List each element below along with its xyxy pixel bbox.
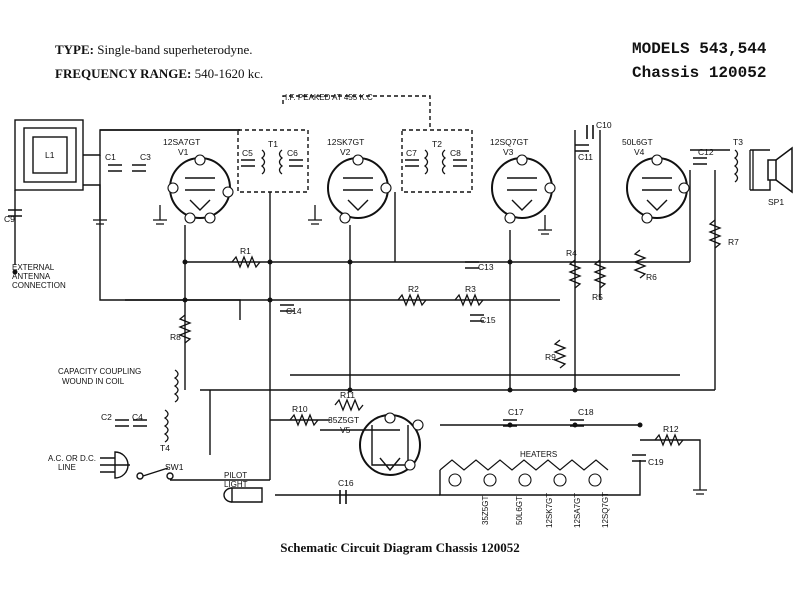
label-c14: C14 [286, 306, 302, 316]
component-labels: L1 T1 T2 T3 T4 SW1 SP1 C1 C2 C3 C4 C5 C6… [4, 120, 784, 488]
if-peaked-note: I.F. PEAKED AT 455 K.C [285, 93, 373, 102]
ext-antenna-line-3: CONNECTION [12, 281, 66, 290]
label-c10: C10 [596, 120, 612, 130]
label-c9: C9 [4, 214, 15, 224]
pilot-light-icon [223, 487, 263, 503]
label-r8: R8 [170, 332, 181, 342]
type-label: TYPE: [55, 42, 94, 57]
ext-antenna-line-2: ANTENNA [12, 272, 51, 281]
label-r11: R11 [340, 390, 355, 400]
line-note-2: LINE [58, 463, 76, 472]
heater-35z5gt: 35Z5GT [481, 496, 490, 525]
label-r10: R10 [292, 404, 308, 414]
label-c19: C19 [648, 457, 664, 467]
label-c17: C17 [508, 407, 524, 417]
heater-12sk7gt: 12SK7GT [545, 493, 554, 528]
tube-pins [167, 154, 690, 487]
v4-ref: V4 [634, 147, 645, 157]
frequency-value: 540-1620 kc. [194, 66, 264, 81]
label-c5: C5 [242, 148, 253, 158]
v2-type: 12SK7GT [327, 137, 364, 147]
tube-labels: 12SA7GT V1 12SK7GT V2 12SQ7GT V3 50L6GT … [163, 137, 653, 435]
label-c12: C12 [698, 147, 714, 157]
v1-type: 12SA7GT [163, 137, 200, 147]
label-t3: T3 [733, 137, 743, 147]
label-c16: C16 [338, 478, 354, 488]
tube-v1 [169, 157, 231, 219]
label-c15: C15 [480, 315, 496, 325]
capacity-coupling-line-2: WOUND IN COIL [62, 377, 125, 386]
junction-dots [12, 259, 643, 428]
label-r4: R4 [566, 248, 577, 258]
label-r6: R6 [646, 272, 657, 282]
models-title: MODELS 543,544 [632, 40, 767, 58]
label-r1: R1 [240, 246, 251, 256]
resistors [178, 219, 722, 447]
label-sw1: SW1 [165, 462, 184, 472]
label-c4: C4 [132, 412, 143, 422]
tube-v2 [327, 157, 389, 219]
type-value: Single-band superheterodyne. [97, 42, 253, 57]
heater-50l6gt: 50L6GT [515, 496, 524, 525]
v3-type: 12SQ7GT [490, 137, 528, 147]
label-c1: C1 [105, 152, 116, 162]
heaters-note: HEATERS [520, 450, 557, 459]
ext-antenna-line-1: EXTERNAL [12, 263, 55, 272]
label-t2: T2 [432, 139, 442, 149]
label-r9: R9 [545, 352, 556, 362]
label-t1: T1 [268, 139, 278, 149]
v1-ref: V1 [178, 147, 189, 157]
tube-v3 [491, 157, 553, 219]
frequency-label: FREQUENCY RANGE: [55, 66, 192, 81]
label-sp1: SP1 [768, 197, 784, 207]
frequency-line: FREQUENCY RANGE: 540-1620 kc. [55, 66, 263, 82]
tubes [169, 157, 688, 476]
heater-string [439, 459, 609, 471]
pilot-light-note-2: LIGHT [224, 480, 248, 489]
label-t4: T4 [160, 443, 170, 453]
capacity-coupling-line-1: CAPACITY COUPLING [58, 367, 141, 376]
label-r2: R2 [408, 284, 419, 294]
label-r5: R5 [592, 292, 603, 302]
label-c18: C18 [578, 407, 594, 417]
line-plug-icon [100, 451, 129, 479]
ground-symbols [93, 205, 707, 495]
label-l1: L1 [45, 150, 55, 160]
label-c11: C11 [578, 152, 593, 162]
notes: I.F. PEAKED AT 455 K.C EXTERNAL ANTENNA … [12, 93, 557, 489]
label-c2: C2 [101, 412, 112, 422]
v5-ref: V5 [340, 425, 351, 435]
label-c8: C8 [450, 148, 461, 158]
label-c3: C3 [140, 152, 151, 162]
label-r7: R7 [728, 237, 739, 247]
label-r12: R12 [663, 424, 679, 434]
switch-icon [136, 467, 174, 480]
heater-tube-labels: 35Z5GT 50L6GT 12SK7GT 12SA7GT 12SQ7GT [481, 492, 610, 528]
tube-internals [185, 177, 672, 472]
v4-type: 50L6GT [622, 137, 653, 147]
label-c13: C13 [478, 262, 494, 272]
coils [163, 149, 754, 443]
label-c7: C7 [406, 148, 417, 158]
v3-ref: V3 [503, 147, 514, 157]
capacitors [8, 125, 707, 504]
line-note-1: A.C. OR D.C. [48, 454, 96, 463]
tube-v4 [626, 157, 688, 219]
type-line: TYPE: Single-band superheterodyne. [55, 42, 252, 58]
label-r3: R3 [465, 284, 476, 294]
label-c6: C6 [287, 148, 298, 158]
v5-type: 35Z5GT [328, 415, 359, 425]
heater-12sa7gt: 12SA7GT [573, 493, 582, 528]
heater-12sq7gt: 12SQ7GT [601, 492, 610, 528]
speaker-icon [767, 146, 793, 194]
diagram-caption: Schematic Circuit Diagram Chassis 120052 [280, 540, 520, 555]
pilot-light-note-1: PILOT [224, 471, 247, 480]
v2-ref: V2 [340, 147, 351, 157]
chassis-title: Chassis 120052 [632, 64, 767, 82]
